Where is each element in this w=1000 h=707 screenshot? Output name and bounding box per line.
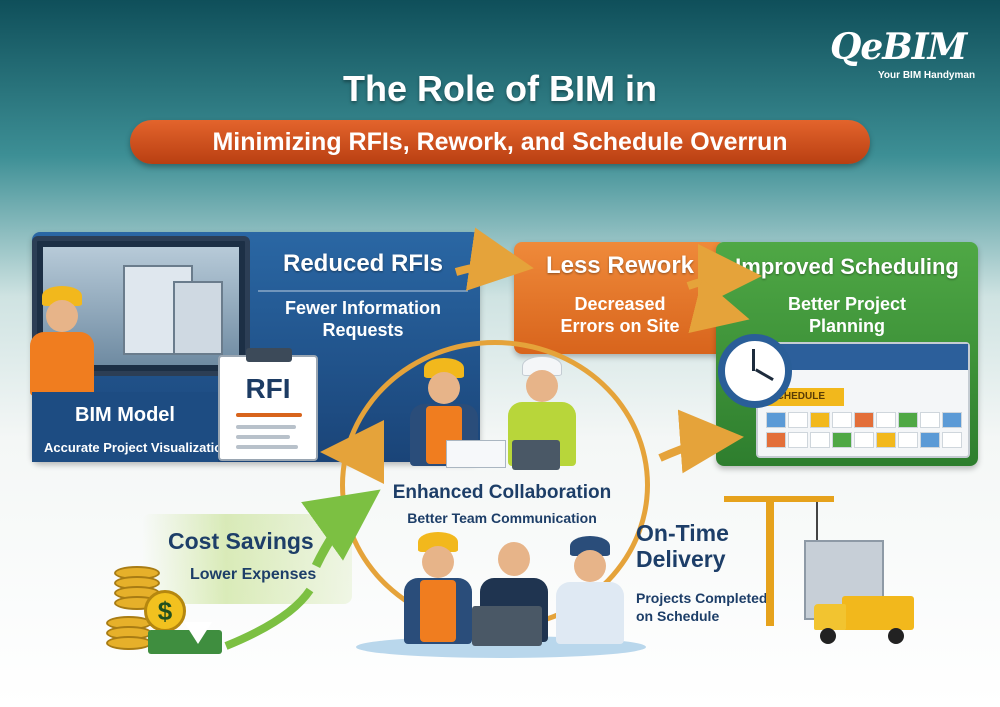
dollar-coin-icon: $ xyxy=(144,590,186,632)
safety-vest xyxy=(30,332,94,396)
hard-hat-icon xyxy=(424,358,464,378)
monitor-screen xyxy=(43,247,239,365)
on-time-title-1: On-Time xyxy=(636,520,729,546)
calendar-cell xyxy=(876,432,896,448)
coin-stack: $ xyxy=(106,556,226,656)
enhanced-collaboration-title: Enhanced Collaboration xyxy=(392,482,612,503)
calendar-icon: SCHEDULE xyxy=(756,342,970,458)
down-arrow-icon xyxy=(184,622,212,644)
calendar-cell xyxy=(810,412,830,428)
reduced-rfis-desc-1: Fewer Information xyxy=(284,298,441,318)
clipboard-icon xyxy=(246,348,292,362)
logo-word: QeBIM xyxy=(830,26,967,68)
qebim-logo: QeBIM Your BIM Handyman xyxy=(826,26,976,86)
less-rework-title: Less Rework xyxy=(545,252,695,279)
building-wing xyxy=(173,281,223,355)
enhanced-collaboration-desc: Better Team Communication xyxy=(407,510,597,526)
calendar-header xyxy=(758,344,968,370)
truck-bed xyxy=(842,596,914,630)
bim-monitor xyxy=(32,236,250,376)
bim-model-title: BIM Model xyxy=(75,404,175,426)
blueprint-sheet xyxy=(446,440,506,468)
reduced-rfis-desc-2: Requests xyxy=(322,320,404,340)
worker-head xyxy=(428,372,460,404)
team-worker-right xyxy=(548,536,630,644)
safety-vest xyxy=(420,580,456,642)
calendar-cell xyxy=(810,432,830,448)
page-subtitle: Minimizing RFIs, Rework, and Schedule Ov… xyxy=(130,120,870,164)
bim-model-desc: Accurate Project Visualization xyxy=(44,440,231,455)
improved-scheduling-desc-1: Better Project xyxy=(787,294,907,314)
less-rework-desc-2: Errors on Site xyxy=(560,316,680,336)
calendar-cell xyxy=(898,412,918,428)
doc-line xyxy=(236,435,290,439)
logo-tagline: Your BIM Handyman xyxy=(878,70,976,81)
calendar-cell xyxy=(788,432,808,448)
calendar-cell xyxy=(832,432,852,448)
calendar-cell xyxy=(832,412,852,428)
hard-hat-icon xyxy=(42,286,82,306)
worker-head xyxy=(574,550,606,582)
truck-icon xyxy=(808,588,918,644)
bim-model-label-box xyxy=(32,392,218,462)
calendar-cell xyxy=(766,412,786,428)
page-title: The Role of BIM in xyxy=(343,68,657,109)
crane-icon xyxy=(724,480,874,630)
doc-line xyxy=(236,445,298,449)
on-time-title-2: Delivery xyxy=(636,546,726,572)
calendar-cell xyxy=(854,432,874,448)
clock-hour-hand xyxy=(752,349,755,371)
rfi-label: RFI xyxy=(245,373,291,404)
hard-hat-icon xyxy=(570,536,610,556)
bim-worker xyxy=(22,286,102,396)
cost-savings-title: Cost Savings xyxy=(168,528,314,554)
calendar-cell xyxy=(942,412,962,428)
calendar-cell xyxy=(942,432,962,448)
crane-cable xyxy=(816,502,818,542)
team-worker-left xyxy=(396,532,478,644)
calendar-cell xyxy=(898,432,918,448)
crane-mast xyxy=(766,496,774,626)
reduced-rfis-title: Reduced RFIs xyxy=(282,250,444,277)
improved-scheduling-desc-2: Planning xyxy=(809,316,885,336)
less-rework-desc-1: Decreased xyxy=(574,294,666,314)
divider xyxy=(258,290,468,292)
cost-savings-desc: Lower Expenses xyxy=(190,566,317,583)
worker-head xyxy=(46,300,78,332)
doc-line xyxy=(236,425,296,429)
worker-shirt xyxy=(556,582,624,644)
clock-icon xyxy=(718,334,792,408)
truck-cab xyxy=(814,604,846,630)
truck-wheel xyxy=(888,628,904,644)
laptop-icon xyxy=(512,440,560,470)
calendar-cell xyxy=(876,412,896,428)
rfi-document xyxy=(218,355,318,461)
on-time-desc-2: on Schedule xyxy=(636,608,720,624)
worker-head xyxy=(498,542,530,576)
improved-scheduling-title: Improved Scheduling xyxy=(735,254,959,279)
calendar-cell xyxy=(854,412,874,428)
coin xyxy=(106,636,152,650)
laptop-icon xyxy=(472,606,542,646)
worker-head xyxy=(422,546,454,578)
on-time-desc-1: Projects Completed xyxy=(636,590,768,606)
calendar-cell xyxy=(920,412,940,428)
worker-head xyxy=(526,370,558,402)
hard-hat-icon xyxy=(418,532,458,552)
doc-line xyxy=(236,413,302,417)
crane-jib xyxy=(724,496,834,502)
calendar-cell xyxy=(788,412,808,428)
clock-minute-hand xyxy=(755,368,774,381)
truck-wheel xyxy=(820,628,836,644)
calendar-cell xyxy=(920,432,940,448)
calendar-cell xyxy=(766,432,786,448)
